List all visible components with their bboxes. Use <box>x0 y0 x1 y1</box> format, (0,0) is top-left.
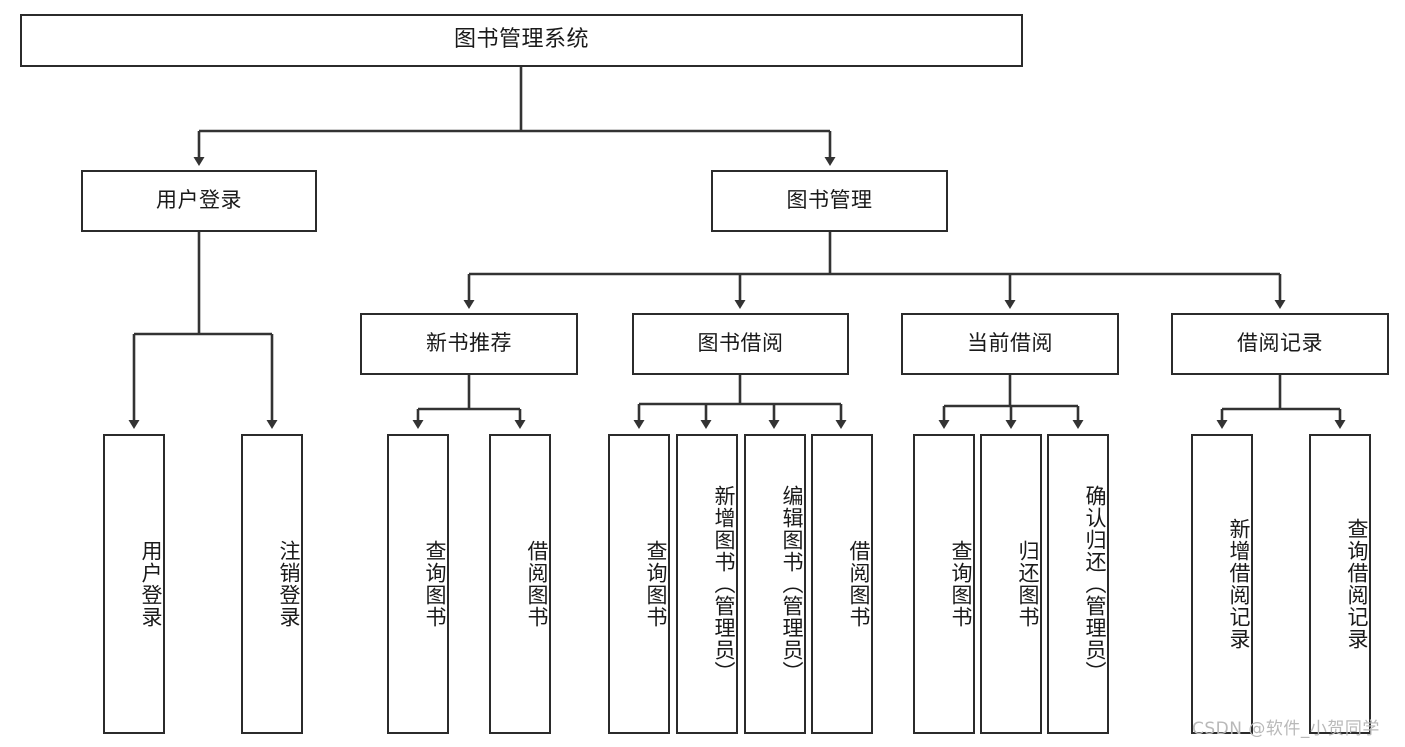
leaf-current-query-book[interactable]: 查询图书 <box>913 434 975 734</box>
leaf-record-add[interactable]: 新增借阅记录 <box>1191 434 1253 734</box>
csdn-watermark: CSDN @软件_小贺同学 <box>1192 719 1380 739</box>
node-root-system[interactable]: 图书管理系统 <box>20 14 1023 67</box>
node-new-book-recommend[interactable]: 新书推荐 <box>360 313 578 375</box>
leaf-user-login-logout[interactable]: 注销登录 <box>241 434 303 734</box>
leaf-current-confirm-return[interactable]: 确认归还（管理员） <box>1047 434 1109 734</box>
leaf-borrow-borrow-book[interactable]: 借阅图书 <box>811 434 873 734</box>
node-book-management[interactable]: 图书管理 <box>711 170 948 232</box>
leaf-record-query[interactable]: 查询借阅记录 <box>1309 434 1371 734</box>
leaf-new-book-query[interactable]: 查询图书 <box>387 434 449 734</box>
leaf-user-login-signin[interactable]: 用户登录 <box>103 434 165 734</box>
leaf-new-book-borrow[interactable]: 借阅图书 <box>489 434 551 734</box>
node-book-borrow[interactable]: 图书借阅 <box>632 313 849 375</box>
node-current-borrow[interactable]: 当前借阅 <box>901 313 1119 375</box>
leaf-borrow-add-book[interactable]: 新增图书（管理员） <box>676 434 738 734</box>
leaf-current-return-book[interactable]: 归还图书 <box>980 434 1042 734</box>
node-borrow-record[interactable]: 借阅记录 <box>1171 313 1389 375</box>
node-user-login[interactable]: 用户登录 <box>81 170 317 232</box>
leaf-borrow-edit-book[interactable]: 编辑图书（管理员） <box>744 434 806 734</box>
leaf-borrow-query-book[interactable]: 查询图书 <box>608 434 670 734</box>
